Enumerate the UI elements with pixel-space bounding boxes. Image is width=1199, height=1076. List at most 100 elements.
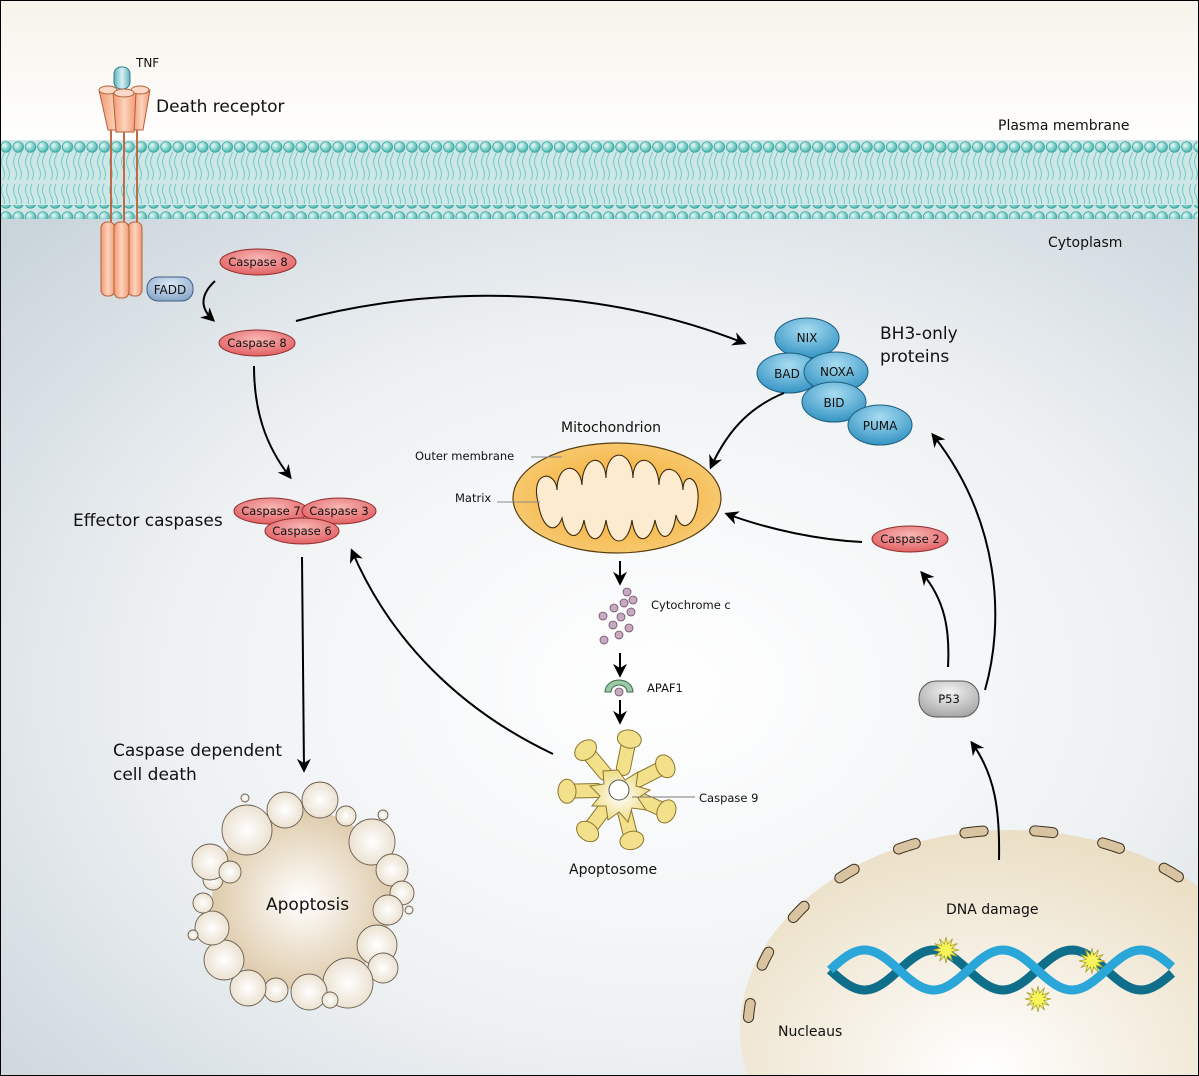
membrane-bleb (263, 977, 289, 1003)
dna-double-helix (826, 945, 1175, 995)
dna-strand (826, 945, 1175, 995)
caspase-6-label: Caspase 6 (272, 524, 331, 538)
nuclear-envelope-fill (1030, 826, 1058, 838)
apoptosis-label: Apoptosis (266, 895, 349, 915)
arrow-p53-to-caspase2 (920, 570, 950, 668)
nuclear-envelope-fill (893, 839, 920, 854)
matrix-label: Matrix (455, 491, 491, 505)
extracellular-space (0, 0, 1199, 150)
caspase-2-label: Caspase 2 (880, 532, 939, 546)
membrane-bleb (404, 905, 414, 915)
apoptosome-arm-head (557, 778, 577, 804)
caspase-7-label: Caspase 7 (241, 504, 300, 518)
bad-label: BAD (774, 367, 800, 381)
dna-damage-star (1078, 947, 1106, 975)
dna-damage-star (932, 936, 960, 964)
bh3-group-label-1: BH3-only (880, 324, 958, 344)
membrane-bleb (321, 991, 339, 1009)
membrane-bleb (372, 894, 404, 926)
apoptosome-arm-head (656, 799, 677, 824)
arrow-apoptosome-to-effectors (349, 548, 554, 755)
membrane-bleb (240, 793, 250, 803)
apoptosome (557, 729, 677, 851)
caspase-dependent-label-1: Caspase dependent (113, 741, 282, 761)
dna-damage-star (1024, 985, 1052, 1013)
bh3-group-label-2: proteins (880, 347, 949, 367)
plasma-membrane-label: Plasma membrane (998, 118, 1129, 134)
membrane-bleb (348, 818, 396, 866)
nuclear-envelope-fill (744, 999, 755, 1022)
cytochrome-c-label: Cytochrome c (651, 598, 731, 612)
caspase-8-pro-label: Caspase 8 (228, 255, 287, 269)
outer-membrane-label: Outer membrane (415, 449, 514, 463)
puma-label: PUMA (863, 419, 898, 433)
dna-damage-sites (932, 936, 1106, 1013)
apaf1-label: APAF1 (647, 681, 683, 695)
dna-strand (826, 945, 1175, 995)
pathway-arrows (200, 280, 1001, 861)
apoptosome-arm-head (616, 729, 642, 749)
caspase-8-active (218, 329, 296, 357)
membrane-bleb (301, 781, 339, 819)
bid-label: BID (823, 396, 844, 410)
nuclear-envelope-fill (757, 947, 774, 970)
nix-label: NIX (797, 331, 818, 345)
bh3-only-proteins (756, 317, 913, 446)
arrow-caspase8-activation (200, 280, 216, 322)
arrow-caspase2-to-mito (724, 511, 863, 543)
death-receptor (98, 66, 151, 299)
membrane-bleb (266, 791, 304, 829)
arrow-caspase8-to-effectors (253, 365, 292, 480)
p53 (918, 680, 980, 718)
membrane-bleb (192, 892, 214, 914)
noxa-label: NOXA (820, 365, 855, 379)
apoptosome-arm-head (576, 820, 600, 843)
arrow-caspase8-to-bh3 (295, 294, 747, 346)
fadd-label: FADD (154, 283, 187, 297)
membrane-bleb (221, 804, 273, 856)
arrow-p53-to-bh3 (931, 432, 997, 691)
caspase-8-active-label: Caspase 8 (227, 336, 286, 350)
membrane-bleb (229, 969, 267, 1007)
caspase-2 (871, 525, 949, 553)
death-receptor-label: Death receptor (156, 97, 285, 117)
membrane-bleb (377, 809, 389, 821)
apoptosome-arm-head (619, 830, 645, 851)
cytochrome-c-molecules (598, 587, 638, 645)
fadd-adaptor (146, 276, 194, 302)
nucleus (740, 825, 1199, 1076)
apoptosome-arm-head (574, 739, 597, 761)
membrane-bleb (290, 973, 328, 1011)
nucleus-label: Nucleaus (778, 1024, 842, 1040)
membrane-bleb (335, 805, 357, 827)
nuclear-envelope-fill (1159, 863, 1183, 882)
nuclear-envelope-fill (1098, 838, 1125, 853)
membrane-bleb (203, 939, 245, 981)
mitochondrion-label: Mitochondrion (561, 420, 661, 436)
membrane-bleb (194, 910, 230, 946)
caspase-9-label: Caspase 9 (699, 791, 758, 805)
tnf-ligand (113, 66, 131, 90)
apoptotic-cell (187, 781, 415, 1011)
dna-damage-label: DNA damage (946, 902, 1038, 918)
mitochondrion (512, 442, 722, 554)
effector-caspases-label: Effector caspases (73, 511, 223, 531)
caspase-3-label: Caspase 3 (309, 504, 368, 518)
tnf-label: TNF (135, 56, 159, 70)
nuclear-envelope-fill (788, 901, 809, 923)
apoptosome-label: Apoptosome (569, 862, 657, 878)
cytoplasm-label: Cytoplasm (1048, 235, 1122, 251)
p53-label: P53 (938, 692, 960, 706)
caspase-dependent-label-2: cell death (113, 765, 197, 785)
apaf1 (604, 679, 634, 697)
caspase-6 (264, 517, 340, 545)
plasma-membrane (0, 139, 1199, 219)
nuclear-envelope-fill (960, 826, 988, 838)
caspase-8-pro (219, 248, 297, 276)
caspase-3 (301, 497, 377, 525)
arrow-dna-to-p53 (970, 740, 1001, 861)
arrow-bh3-to-mito (709, 392, 785, 470)
membrane-bleb (218, 860, 242, 884)
arrow-effectors-to-death (296, 556, 311, 773)
